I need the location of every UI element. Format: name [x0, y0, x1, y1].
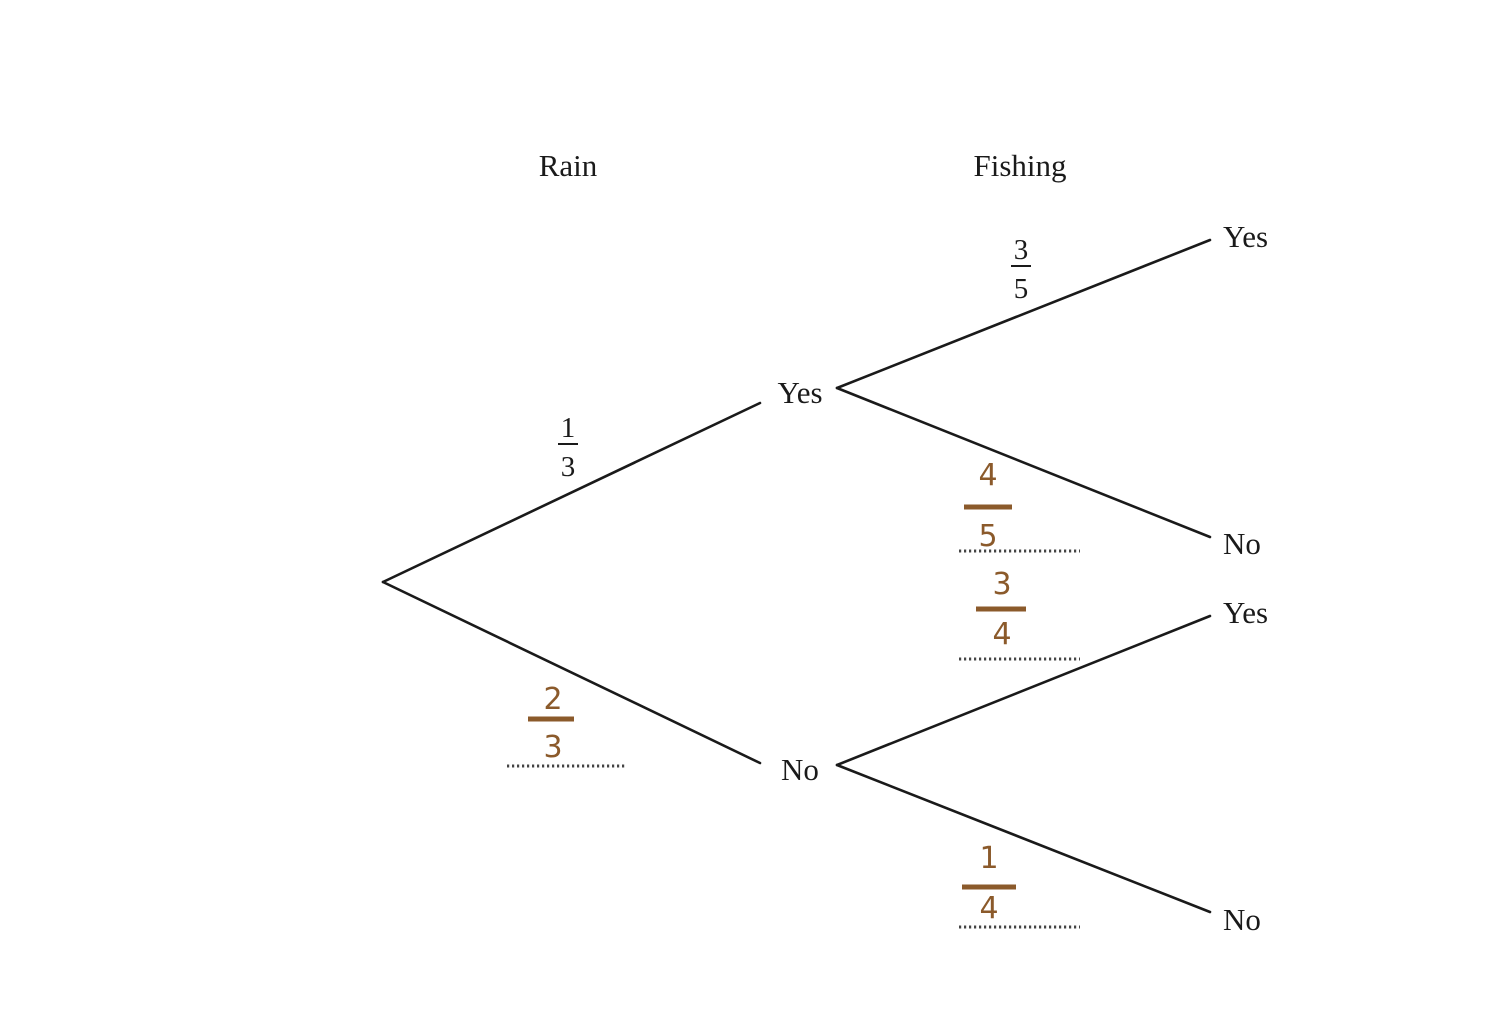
- answer-fish-yes-after-no: 3 4: [976, 567, 1026, 652]
- fraction-rain-yes-denominator: 3: [561, 451, 576, 483]
- answer-fish-yes-after-no-numerator: 3: [992, 567, 1011, 602]
- branch-no-fish-yes: [835, 614, 1212, 767]
- rain-heading: Rain: [539, 148, 598, 183]
- node-rain-yes: Yes: [777, 375, 822, 410]
- answer-fish-yes-after-no-denominator: 4: [992, 617, 1011, 652]
- fraction-fish-yes-after-yes-numerator: 3: [1014, 234, 1029, 266]
- answer-fish-no-after-yes-denominator: 5: [978, 519, 997, 554]
- branch-yes-fish-no: [835, 386, 1212, 539]
- answer-fish-no-after-no-numerator: 1: [979, 841, 998, 876]
- branch-rain-no: [381, 580, 762, 765]
- node-fish-no-after-yes: No: [1223, 526, 1261, 561]
- branch-yes-fish-yes: [835, 238, 1212, 390]
- fraction-fish-yes-after-yes: 3 5: [1011, 234, 1031, 305]
- answer-fish-no-after-no-denominator: 4: [979, 891, 998, 926]
- answer-fish-no-after-yes-numerator: 4: [978, 458, 997, 493]
- answer-rain-no-denominator: 3: [543, 730, 562, 765]
- answer-fish-no-after-no: 1 4: [962, 841, 1016, 926]
- branch-rain-yes: [381, 401, 762, 584]
- answer-rain-no: 2 3: [528, 682, 574, 765]
- node-rain-no: No: [781, 752, 819, 787]
- answer-fish-no-after-yes: 4 5: [964, 458, 1012, 554]
- node-fish-no-after-no: No: [1223, 902, 1261, 937]
- fraction-rain-yes-numerator: 1: [561, 412, 576, 444]
- answer-rain-no-numerator: 2: [543, 682, 562, 717]
- fishing-heading: Fishing: [973, 148, 1066, 183]
- branch-no-fish-no: [835, 763, 1212, 914]
- fraction-rain-yes: 1 3: [558, 412, 578, 483]
- node-fish-yes-after-no: Yes: [1223, 595, 1268, 630]
- node-fish-yes-after-yes: Yes: [1223, 219, 1268, 254]
- fraction-fish-yes-after-yes-denominator: 5: [1014, 273, 1029, 305]
